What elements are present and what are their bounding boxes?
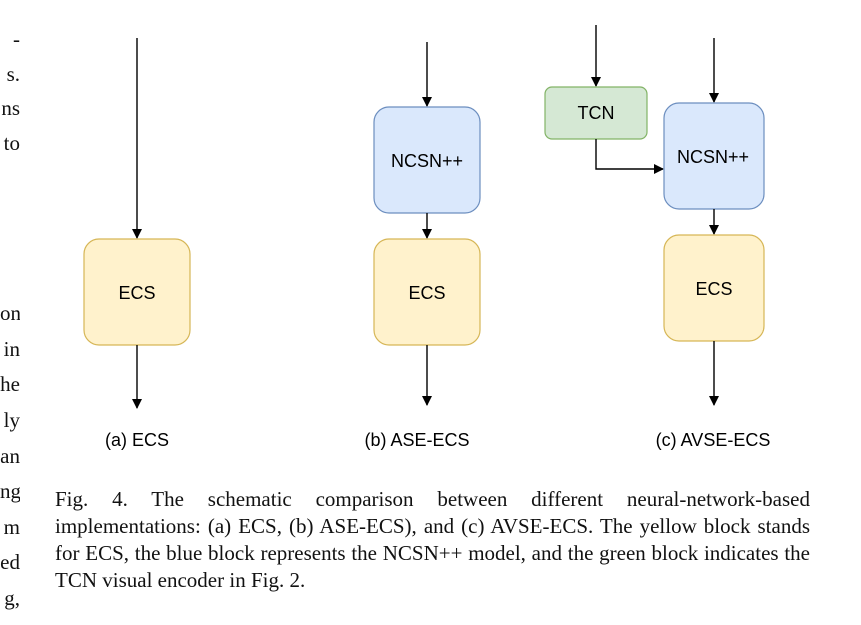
left-fragment: in [3, 337, 20, 361]
ecs-label: ECS [695, 279, 732, 299]
left-fragment: ly [3, 408, 20, 432]
tcn-label: TCN [578, 103, 615, 123]
left-fragment: m [3, 515, 20, 539]
ncsn-label: NCSN++ [391, 151, 463, 171]
panel-c: TCN NCSN++ ECS (c) AVSE-ECS [544, 25, 771, 450]
left-fragment: he [0, 372, 20, 396]
tcn-to-ncsn-arrow [595, 139, 664, 174]
left-fragment: s. [6, 62, 20, 86]
ncsn-label: NCSN++ [677, 147, 749, 167]
panel-label: (a) ECS [105, 430, 169, 450]
ecs-label: ECS [408, 283, 445, 303]
left-fragment: ng [0, 479, 20, 503]
left-fragment: ns [1, 96, 20, 120]
left-fragment: to [3, 131, 20, 155]
figure-caption: Fig. 4. The schematic comparison between… [55, 487, 810, 592]
left-fragment: ed [0, 550, 20, 574]
panel-b: NCSN++ ECS (b) ASE-ECS [364, 42, 481, 450]
panel-label: (c) AVSE-ECS [656, 430, 771, 450]
left-fragment: g, [4, 586, 20, 610]
panel-a: ECS (a) ECS [83, 38, 191, 450]
ecs-label: ECS [118, 283, 155, 303]
left-fragment: - [13, 27, 20, 51]
left-fragment: on [0, 301, 20, 325]
left-fragment: an [0, 444, 20, 468]
panel-label: (b) ASE-ECS [364, 430, 469, 450]
